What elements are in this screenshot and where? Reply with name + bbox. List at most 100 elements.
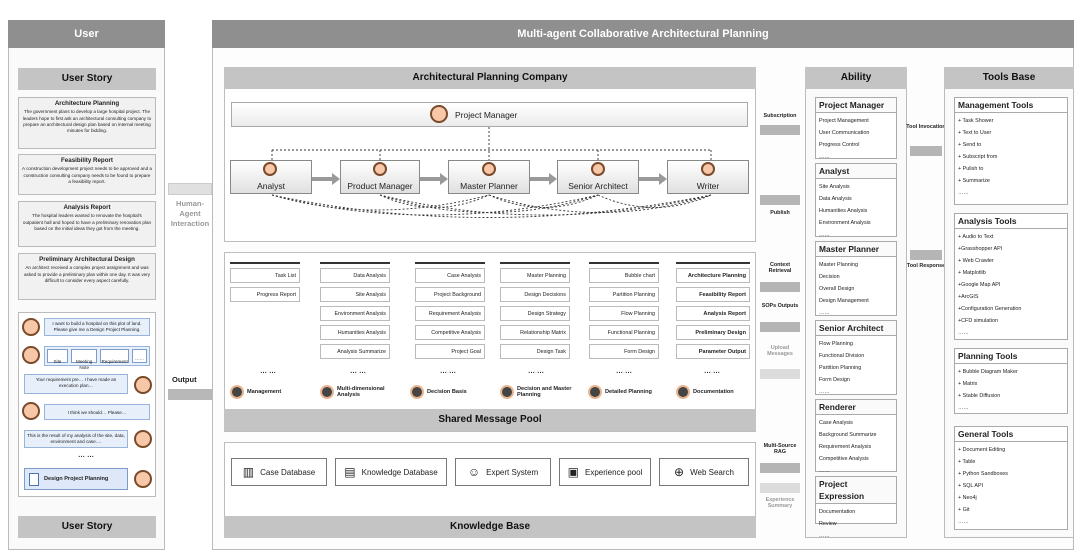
attachment-site[interactable]: Site bbox=[47, 349, 68, 364]
pool-item[interactable]: Progress Report bbox=[230, 287, 300, 302]
user-avatar bbox=[22, 402, 40, 420]
hai-label: Human- Agent Interaction bbox=[170, 199, 210, 228]
pool-col-decision-basis: Case Analysis Project Background Require… bbox=[415, 262, 485, 363]
pool-footer-analysis: Multi-dimensional Analysis bbox=[320, 385, 404, 399]
pool-footer-management: Management bbox=[230, 385, 281, 399]
pool-item[interactable]: Design Strategy bbox=[500, 306, 570, 321]
upload-label: Upload Messages bbox=[767, 345, 793, 357]
pool-item[interactable]: Form Design bbox=[589, 344, 659, 359]
agent-master-planner-label: Master Planner bbox=[460, 181, 518, 191]
subscription-arrow bbox=[760, 125, 800, 135]
kb-experience-pool[interactable]: ▣Experience pool bbox=[559, 458, 651, 486]
pool-item[interactable]: Humanities Analysis bbox=[320, 325, 390, 340]
pool-item[interactable]: Task List bbox=[230, 268, 300, 283]
agent-senior-architect-label: Senior Architect bbox=[568, 181, 628, 191]
pool-item[interactable]: Flow Planning bbox=[589, 306, 659, 321]
tool-invocation-label: Tool Invocation bbox=[906, 124, 946, 130]
pool-item[interactable]: Analysis Report bbox=[676, 306, 750, 321]
pool-item[interactable]: Data Analysis bbox=[320, 268, 390, 283]
person-icon: ☺ bbox=[467, 465, 481, 479]
final-document-label: Design Project Planning bbox=[44, 476, 109, 482]
pool-item[interactable]: Functional Planning bbox=[589, 325, 659, 340]
document-icon bbox=[29, 472, 39, 486]
pool-item[interactable]: Design Decisions bbox=[500, 287, 570, 302]
chat-dots: … … bbox=[78, 452, 94, 459]
pool-footer-detailed-planning: Detailed Planning bbox=[588, 385, 652, 399]
pool-col-master-planning: Master Planning Design Decisions Design … bbox=[500, 262, 570, 363]
tools-planning: Planning Tools+ Bubble Diagram Maker+ Ma… bbox=[954, 348, 1068, 414]
pool-item[interactable]: Preliminary Design bbox=[676, 325, 750, 340]
agent-product-manager[interactable]: Product Manager bbox=[340, 160, 420, 194]
attachment-meeting-note[interactable]: Meeting Note bbox=[70, 349, 98, 370]
pool-item[interactable]: Project Goal bbox=[415, 344, 485, 359]
pool-item[interactable]: Partition Planning bbox=[589, 287, 659, 302]
company-title: Architectural Planning Company bbox=[224, 67, 756, 89]
pool-item[interactable]: Requirement Analysis bbox=[415, 306, 485, 321]
msrag-label: Multi-Source RAG bbox=[763, 443, 797, 455]
pool-item[interactable]: Master Planning bbox=[500, 268, 570, 283]
pool-item[interactable]: Parameter Output bbox=[676, 344, 750, 359]
pool-item[interactable]: Project Background bbox=[415, 287, 485, 302]
pool-footer-documentation: Documentation bbox=[676, 385, 734, 399]
pool-col-management: Task List Progress Report bbox=[230, 262, 300, 306]
publish-label: Publish bbox=[770, 210, 790, 216]
database-icon: ▥ bbox=[242, 465, 255, 479]
agent-writer-label: Writer bbox=[696, 181, 720, 191]
pool-col-analysis: Data Analysis Site Analysis Environment … bbox=[320, 262, 390, 363]
agent-avatar bbox=[134, 376, 152, 394]
pool-item[interactable]: Competitive Analysis bbox=[415, 325, 485, 340]
pool-item[interactable]: Bubble chart bbox=[589, 268, 659, 283]
attachment-more: …… bbox=[131, 349, 147, 363]
dashed-connections bbox=[271, 127, 712, 218]
agent-product-manager-label: Product Manager bbox=[347, 181, 413, 191]
attachment-requirement[interactable]: Requirement bbox=[100, 349, 129, 364]
kb-case-database[interactable]: ▥Case Database bbox=[231, 458, 327, 486]
pool-item[interactable]: Design Task bbox=[500, 344, 570, 359]
final-document-card[interactable]: Design Project Planning bbox=[24, 468, 128, 490]
pool-item[interactable]: Analysis Summarize bbox=[320, 344, 390, 359]
pool-dots: … … bbox=[704, 368, 720, 375]
tool-response-label: Tool Response bbox=[906, 263, 946, 269]
project-manager-label: Project Manager bbox=[455, 110, 518, 120]
pool-item[interactable]: Environment Analysis bbox=[320, 306, 390, 321]
agent-flow-svg bbox=[271, 127, 712, 218]
exp-arrow bbox=[760, 483, 800, 493]
publish-arrow bbox=[760, 195, 800, 205]
document-icon: ▣ bbox=[567, 465, 579, 479]
company-panel bbox=[224, 67, 756, 242]
pool-dots: … … bbox=[350, 368, 366, 375]
pool-dots: … … bbox=[440, 368, 456, 375]
output-arrow bbox=[168, 389, 212, 400]
chat-message-think: I think we should… Please… bbox=[44, 404, 150, 420]
pool-item[interactable]: Relationship Matrix bbox=[500, 325, 570, 340]
pool-item[interactable]: Architecture Planning bbox=[676, 268, 750, 283]
writer-avatar bbox=[701, 162, 715, 176]
pool-item[interactable]: Site Analysis bbox=[320, 287, 390, 302]
pool-item[interactable]: Case Analysis bbox=[415, 268, 485, 283]
user-story-header: User Story bbox=[18, 68, 156, 90]
exp-label: Experience Summary bbox=[765, 497, 795, 509]
chat-message-plan: Your requirement pre… I have made an exe… bbox=[24, 374, 128, 394]
user-avatar bbox=[22, 346, 40, 364]
kb-knowledge-database[interactable]: ▤Knowledge Database bbox=[335, 458, 447, 486]
project-manager-box[interactable] bbox=[231, 102, 748, 127]
database-icon: ▤ bbox=[344, 465, 356, 479]
pool-item[interactable]: Feasibility Report bbox=[676, 287, 750, 302]
ability-title: Ability bbox=[805, 67, 907, 89]
kb-web-search[interactable]: ⊕Web Search bbox=[659, 458, 749, 486]
senior-architect-avatar bbox=[591, 162, 605, 176]
context-retrieval-label: Context Retrieval bbox=[768, 262, 792, 274]
user-header: User bbox=[8, 20, 165, 48]
pool-dots: … … bbox=[616, 368, 632, 375]
agent-avatar bbox=[134, 430, 152, 448]
kb-expert-system[interactable]: ☺Expert System bbox=[455, 458, 551, 486]
upload-arrow bbox=[760, 369, 800, 379]
